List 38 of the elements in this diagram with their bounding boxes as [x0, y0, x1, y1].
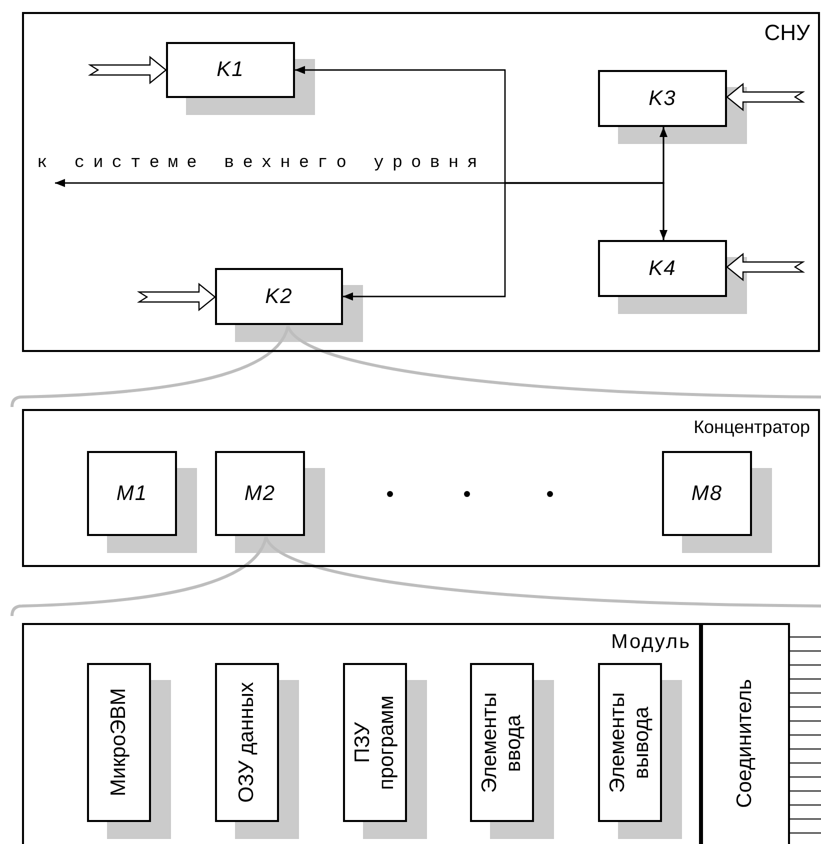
component-label: ПЗУ программ: [350, 694, 399, 792]
input-arrow: [88, 56, 167, 84]
component-label: K1: [216, 58, 244, 82]
frame-label: Концентратор: [694, 417, 810, 438]
input-arrow: [136, 282, 216, 312]
component-label: M2: [244, 482, 276, 506]
frame-panel: [22, 409, 820, 567]
arrow: [660, 127, 668, 240]
input-arrow: [726, 82, 806, 112]
component-label: ОЗУ данных: [234, 682, 259, 803]
frame-panel: [22, 12, 820, 352]
component-label: Элементы ввода: [478, 691, 526, 795]
frame-label: СНУ: [764, 20, 810, 46]
component-label: K2: [265, 284, 293, 308]
component-label: МикроЭВМ: [106, 688, 131, 797]
component-box: [343, 663, 407, 822]
component-label: Соединитель: [733, 678, 758, 808]
component-label: Элементы вывода: [606, 691, 654, 795]
frame-label: Модуль: [611, 631, 691, 654]
component-label: K3: [648, 86, 676, 110]
frame-panel: [22, 623, 701, 844]
component-label: M1: [116, 482, 148, 506]
component-box: [215, 451, 305, 536]
component-label: K4: [648, 256, 676, 280]
component-box: [215, 268, 343, 325]
component-box: [662, 451, 752, 536]
component-box: [166, 42, 295, 98]
input-arrow: [726, 252, 806, 282]
arrow: [343, 182, 664, 300]
component-box: [598, 663, 662, 822]
component-box: [598, 240, 727, 297]
component-box: [215, 663, 279, 822]
component-box: [470, 663, 534, 822]
component-label: M8: [691, 482, 723, 506]
component-box: [598, 70, 727, 127]
component-box: [87, 663, 151, 822]
connector-panel: [701, 623, 790, 844]
component-box: [87, 451, 177, 536]
